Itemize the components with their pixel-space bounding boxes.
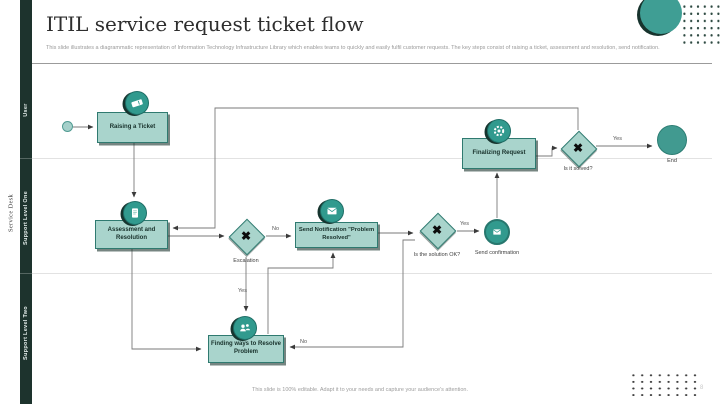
edge-label-solution-no: No (300, 339, 308, 345)
lane-frame-top (32, 63, 712, 64)
end-node[interactable] (657, 125, 687, 155)
node-escalation-label: Escalation (233, 258, 259, 264)
edge-solved-loop-to-assessment (172, 107, 579, 231)
envelope-icon (327, 207, 337, 215)
swimlane-bar (20, 0, 32, 404)
finding-icon-circle[interactable] (233, 316, 257, 340)
edge-label-escalation-no: No (272, 226, 280, 232)
node-is-it-solved-decision[interactable]: ✖ (560, 130, 598, 168)
decor-circle (640, 0, 682, 34)
x-mark-icon: ✖ (431, 223, 443, 237)
decor-dot-grid-bottom-right (629, 372, 701, 398)
swimlane-bar-separator (20, 273, 32, 274)
node-finalizing-request-label: Finalizing Request (472, 149, 526, 156)
mail-icon (493, 229, 501, 235)
lane-divider (32, 273, 712, 274)
node-assessment[interactable]: Assessment and Resolution (95, 220, 168, 249)
notification-icon-circle[interactable] (320, 199, 344, 223)
x-mark-icon: ✖ (240, 229, 252, 243)
node-finalizing-request[interactable]: Finalizing Request (462, 138, 536, 169)
lane-divider (32, 158, 712, 159)
end-node-label: End (667, 158, 677, 164)
edge-finding-to-notification (267, 252, 336, 334)
finalizing-icon-circle[interactable] (487, 119, 511, 143)
raising-ticket-icon-circle[interactable] (125, 91, 149, 115)
node-finding-ways[interactable]: Finding ways to Resolve Problem (208, 335, 284, 363)
node-solution-ok-decision[interactable]: ✖ (419, 212, 457, 250)
edge-label-solved-yes: Yes (613, 136, 622, 142)
node-is-it-solved-label: Is it solved? (563, 166, 593, 172)
gear-icon (493, 125, 505, 137)
edge-assessment-to-finding (131, 249, 202, 352)
edge-label-solution-yes: Yes (460, 221, 469, 227)
edge-finalizing-to-solved (536, 145, 558, 157)
edge-label-escalation-yes: Yes (238, 288, 247, 294)
node-finding-ways-label: Finding ways to Resolve Problem (211, 341, 282, 355)
node-send-notification-label: Send Notification "Problem Resolved" (298, 227, 375, 241)
start-node[interactable] (62, 121, 73, 132)
node-assessment-label: Assessment and Resolution (107, 226, 156, 241)
node-raising-ticket[interactable]: Raising a Ticket (97, 112, 168, 143)
slide-footer: This slide is 100% editable. Adapt it to… (252, 387, 468, 393)
decor-dot-grid-top-right (681, 3, 720, 45)
node-escalation-decision[interactable]: ✖ (228, 218, 266, 256)
slide-subtitle: This slide illustrates a diagrammatic re… (46, 45, 660, 51)
node-solution-ok-label: Is the solution OK? (413, 252, 461, 258)
assessment-icon-circle[interactable] (123, 201, 147, 225)
node-send-confirmation[interactable] (484, 219, 510, 245)
ticket-icon (131, 99, 143, 108)
page-title: ITIL service request ticket flow (46, 12, 364, 36)
node-send-confirmation-label: Send confirmation (474, 250, 520, 256)
clipboard-icon (132, 208, 138, 218)
team-icon (240, 324, 251, 332)
swimlane-bar-separator (20, 158, 32, 159)
edge-solution-ok-no-to-finding (289, 239, 415, 350)
x-mark-icon: ✖ (572, 141, 584, 155)
node-send-notification[interactable]: Send Notification "Problem Resolved" (295, 222, 378, 248)
page-number: 8 (700, 385, 704, 391)
node-raising-ticket-label: Raising a Ticket (109, 123, 156, 130)
